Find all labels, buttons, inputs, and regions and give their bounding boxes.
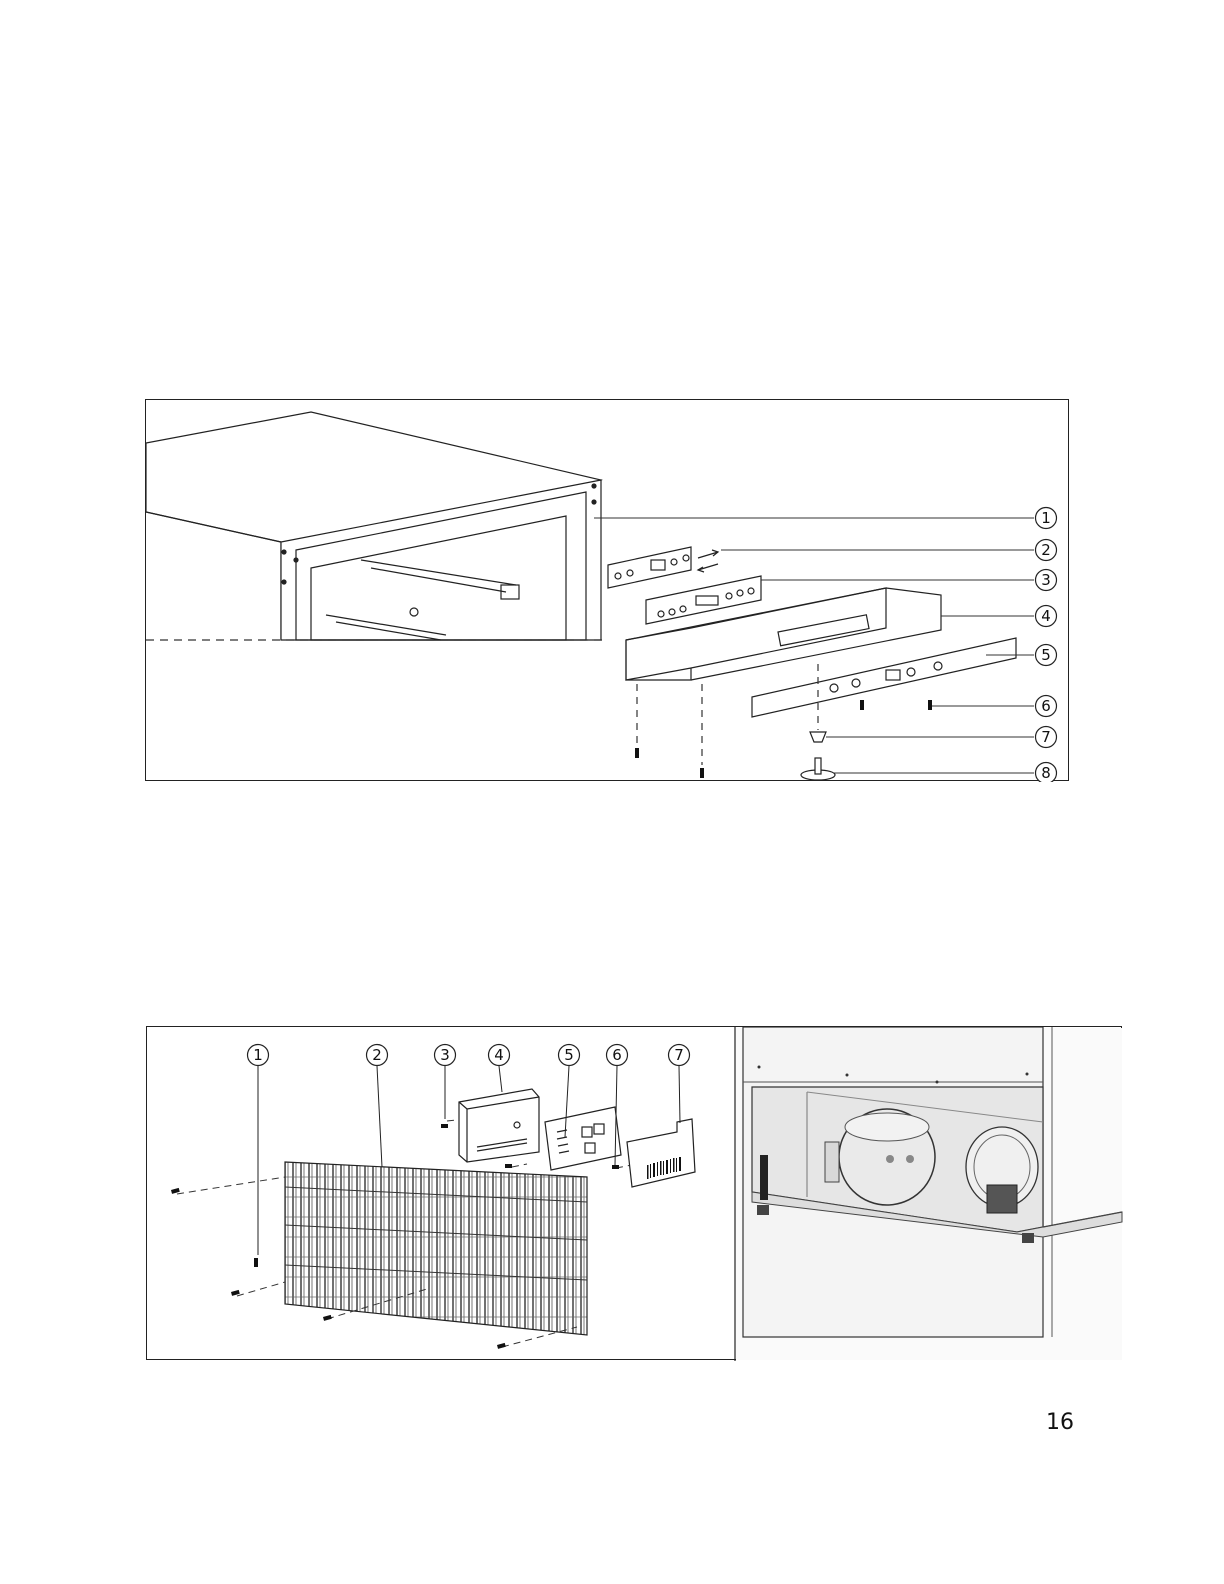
callout-1: 1 <box>248 1045 269 1066</box>
cover-plate <box>627 1119 695 1187</box>
front-fascia <box>752 638 1016 717</box>
callout-1-label: 1 <box>253 1046 263 1064</box>
switch-plate <box>608 547 691 588</box>
callout-4-label: 4 <box>494 1046 504 1064</box>
callout-3-label: 3 <box>440 1046 450 1064</box>
callout-1-label: 1 <box>1041 509 1051 527</box>
callout-6-label: 6 <box>1041 697 1051 715</box>
rear-grille-exploded-diagram: 1 2 3 4 5 6 7 <box>146 1026 1122 1360</box>
callout-7-label: 7 <box>674 1046 684 1064</box>
callout-5-label: 5 <box>1041 646 1051 664</box>
callout-5: 5 <box>1036 645 1057 666</box>
page-number: 16 <box>1030 1410 1090 1435</box>
compressor-compartment-photo <box>736 1027 1122 1360</box>
callout-6-label: 6 <box>612 1046 622 1064</box>
callout-3: 3 <box>435 1045 456 1066</box>
callout-6: 6 <box>607 1045 628 1066</box>
callout-2: 2 <box>367 1045 388 1066</box>
grille <box>285 1162 587 1335</box>
callout-7-label: 7 <box>1041 728 1051 746</box>
callout-8-label: 8 <box>1041 764 1051 782</box>
circuit-board <box>545 1107 621 1170</box>
screws <box>635 700 932 778</box>
callout-1: 1 <box>1036 508 1057 529</box>
callout-2: 2 <box>1036 540 1057 561</box>
rear-grille-drawing: 1 2 3 4 5 6 7 <box>147 1027 1123 1361</box>
callout-2-label: 2 <box>1041 541 1051 559</box>
figure1-callouts: 1 2 3 4 5 6 7 8 <box>1036 508 1057 783</box>
control-panel-exploded-diagram: 1 2 3 4 5 6 7 8 <box>145 399 1069 781</box>
callout-3: 3 <box>1036 570 1057 591</box>
callout-2-label: 2 <box>372 1046 382 1064</box>
callout-4: 4 <box>1036 606 1057 627</box>
bracket <box>810 732 826 742</box>
callout-4: 4 <box>489 1045 510 1066</box>
callout-7: 7 <box>1036 727 1057 748</box>
callout-7: 7 <box>669 1045 690 1066</box>
figure2-callouts: 1 2 3 4 5 6 7 <box>248 1045 690 1066</box>
control-panel-drawing: 1 2 3 4 5 6 7 8 <box>146 400 1070 782</box>
callout-4-label: 4 <box>1041 607 1051 625</box>
electrical-box <box>459 1089 539 1162</box>
callout-3-label: 3 <box>1041 571 1051 589</box>
callout-5: 5 <box>559 1045 580 1066</box>
callout-8: 8 <box>1036 763 1057 783</box>
callout-6: 6 <box>1036 696 1057 717</box>
callout-5-label: 5 <box>564 1046 574 1064</box>
